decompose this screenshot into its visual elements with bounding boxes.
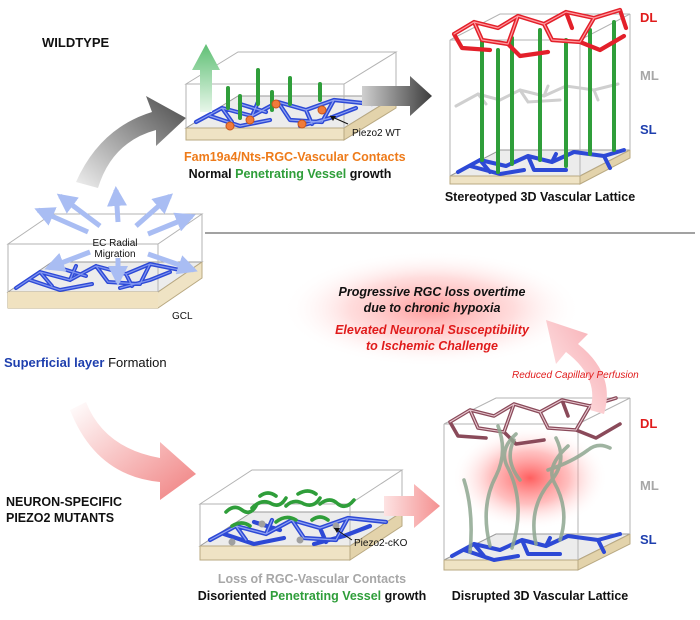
susceptibility-line-1: Elevated Neuronal Susceptibility [335, 323, 529, 337]
mutant-growth-suffix: growth [381, 589, 427, 603]
stereotyped-lattice-label: Stereotyped 3D Vascular Lattice [444, 190, 636, 204]
reduced-perfusion-label: Reduced Capillary Perfusion [512, 370, 639, 381]
wildtype-mechanism-label: Fam19a4/Nts-RGC-Vascular Contacts [184, 150, 406, 164]
layer-dl-top: DL [640, 10, 658, 25]
layer-dl-bottom: DL [640, 416, 658, 431]
mutant-mechanism-label: Loss of RGC-Vascular Contacts [217, 572, 407, 586]
growth-direction-arrow [192, 44, 220, 112]
perfusion-arrow [546, 320, 607, 414]
layer-sl-bottom: SL [640, 532, 657, 547]
wildtype-growth-vessel: Penetrating Vessel [235, 167, 347, 181]
disrupted-lattice [443, 396, 631, 571]
wildtype-growth-prefix: Normal [188, 167, 236, 181]
wildtype-growth-suffix: growth [346, 167, 392, 181]
mutant-growth-label: Disoriented Penetrating Vessel growth [196, 589, 428, 603]
mutant-title-line-1: NEURON-SPECIFIC [6, 495, 122, 509]
mutant-slab [198, 469, 404, 561]
mutant-growth-vessel: Penetrating Vessel [269, 589, 382, 603]
rgc-loss-line-1: Progressive RGC loss overtime [338, 285, 526, 299]
wildtype-growth-label: Normal Penetrating Vessel growth [184, 167, 396, 181]
formation-text: Formation [104, 355, 167, 370]
susceptibility-line-2: to Ischemic Challenge [366, 339, 498, 353]
mutant-growth-prefix: Disoriented [197, 589, 270, 603]
mutant-title-line-2: PIEZO2 MUTANTS [6, 511, 115, 525]
superficial-formation-label: Superficial layer Formation [4, 355, 167, 370]
gcl-label: GCL [172, 311, 193, 322]
ec-migration-label: EC Radial Migration [70, 238, 160, 260]
wildtype-pathway-arrow [76, 96, 186, 188]
hypoxia-glow-upper [282, 251, 582, 367]
piezo2-wt-label: Piezo2 WT [352, 128, 401, 139]
stereotyped-lattice [449, 7, 631, 185]
rgc-loss-line-2: due to chronic hypoxia [363, 301, 501, 315]
disrupted-lattice-label: Disrupted 3D Vascular Lattice [451, 589, 629, 603]
ischemic-susceptibility: Elevated Neuronal Susceptibility to Isch… [282, 322, 582, 354]
layer-ml-bottom: ML [640, 478, 659, 493]
rgc-loss-consequence: Progressive RGC loss overtime due to chr… [282, 284, 582, 316]
layer-ml-top: ML [640, 68, 659, 83]
wildtype-slab [184, 51, 398, 141]
mutant-pathway-arrow [70, 402, 196, 500]
mutant-to-lattice-arrow [384, 484, 440, 528]
piezo2-cko-label: Piezo2-cKO [354, 538, 408, 549]
ec-migration-line-1: EC Radial [92, 238, 138, 249]
superficial-layer-text: Superficial layer [4, 355, 105, 370]
layer-sl-top: SL [640, 122, 657, 137]
wildtype-title: WILDTYPE [42, 35, 110, 50]
ec-migration-line-2: Migration [94, 249, 136, 260]
wildtype-to-lattice-arrow [362, 76, 432, 116]
radial-migration-arrows [34, 186, 198, 286]
mutant-title: NEURON-SPECIFIC PIEZO2 MUTANTS [6, 494, 122, 526]
